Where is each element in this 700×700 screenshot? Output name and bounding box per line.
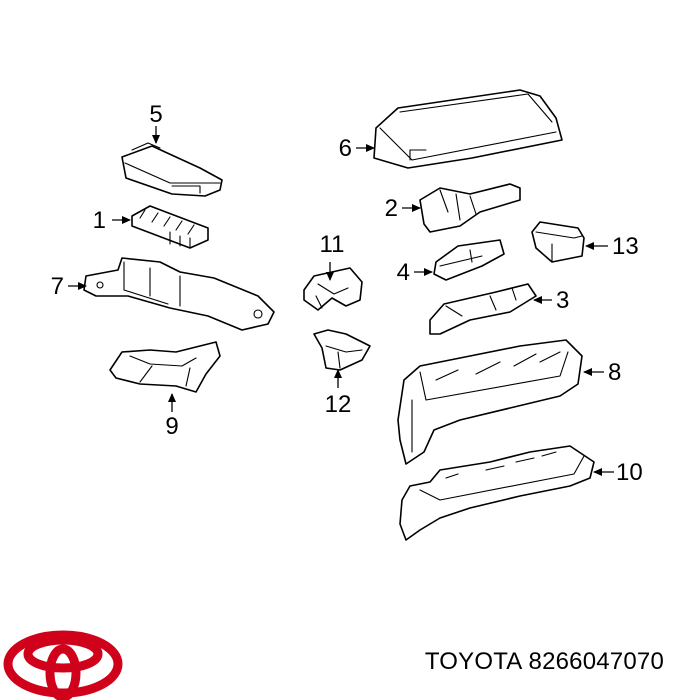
toyota-logo-icon [3, 630, 123, 700]
callout-11: 11 [320, 231, 345, 258]
callout-3: 3 [556, 287, 569, 314]
part-10-lower-housing [399, 445, 595, 541]
callout-1: 1 [93, 207, 106, 234]
part-13-relay [531, 221, 585, 263]
callout-2: 2 [385, 195, 398, 222]
part-1-relay-block [131, 205, 209, 249]
callout-10: 10 [616, 459, 643, 486]
callout-7: 7 [51, 273, 64, 300]
callout-9: 9 [165, 413, 178, 440]
part-2-connector [419, 183, 521, 233]
part-12-clip [313, 329, 371, 371]
callout-4: 4 [397, 259, 410, 286]
part-number: 8266047070 [528, 648, 664, 675]
callout-13: 13 [612, 233, 639, 260]
part-3-connector [429, 283, 537, 335]
callout-leaders [68, 126, 614, 476]
part-4-connector [433, 239, 505, 281]
brand-name: TOYOTA [424, 648, 523, 675]
part-11-clip [303, 267, 363, 311]
callout-8: 8 [608, 359, 621, 386]
part-5-cover [121, 142, 223, 197]
part-7-bracket [83, 257, 275, 331]
callout-12: 12 [325, 391, 352, 418]
callout-6: 6 [339, 135, 352, 162]
callout-5: 5 [149, 101, 162, 128]
part-9-bracket [109, 341, 221, 393]
callout-numbers: 5 1 7 9 6 2 13 4 3 11 12 8 10 [51, 101, 643, 486]
part-8-housing [397, 339, 583, 465]
part-6-cover [373, 89, 563, 169]
